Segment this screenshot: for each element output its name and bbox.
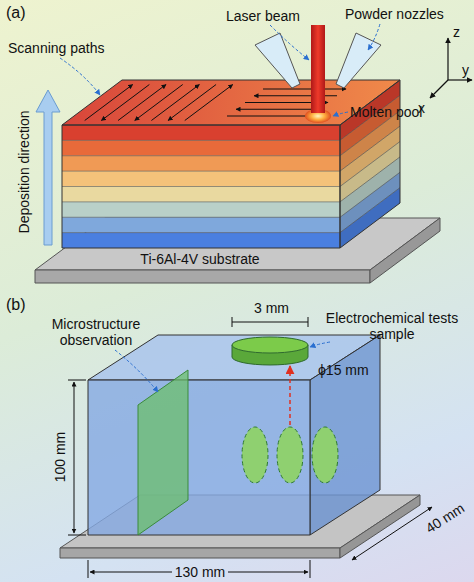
leader-line <box>270 25 309 60</box>
dimension-line <box>308 317 309 327</box>
leader-line <box>333 112 348 116</box>
sample-location <box>242 427 268 483</box>
observation-plane <box>138 370 188 535</box>
dimension-label: ϕ15 mm <box>318 362 369 378</box>
dimension-line <box>74 382 75 533</box>
callout-label: Molten pool <box>350 104 422 120</box>
axis-label: y <box>462 62 469 78</box>
dimension-label: 3 mm <box>254 300 289 316</box>
leader-line <box>60 58 100 95</box>
deposited-layer <box>62 187 340 202</box>
axis-label: z <box>453 24 460 40</box>
plate-face <box>370 218 440 283</box>
deposited-layer <box>62 140 340 155</box>
test-disc <box>232 337 308 353</box>
dimension-label: 40 mm <box>415 495 474 541</box>
sample-location <box>312 427 338 483</box>
callout-label: Electrochemical tests sample <box>322 310 462 342</box>
plate-face <box>35 218 440 270</box>
callout-label: Powder nozzles <box>345 6 444 22</box>
substrate-plate <box>60 548 340 558</box>
scan-arrow <box>227 116 310 117</box>
deposited-layer <box>62 233 340 248</box>
callout-label: Scanning paths <box>8 40 105 56</box>
axis-line <box>430 80 448 98</box>
dimension-line <box>228 572 308 573</box>
sample-location <box>277 427 303 483</box>
substrate-label: Ti-6Al-4V substrate <box>50 251 350 267</box>
scan-arrow <box>185 85 233 121</box>
dimension-line <box>68 535 86 536</box>
leader-line <box>310 342 330 347</box>
deposited-layer <box>62 156 340 171</box>
powder-nozzle <box>336 33 381 88</box>
callout-label: Microstructure observation <box>36 316 156 348</box>
deposited-layer <box>62 217 340 232</box>
dimension-label: 100 mm <box>52 422 68 492</box>
axis-label: x <box>418 100 425 116</box>
dimension-line <box>310 560 311 578</box>
dimension-line <box>352 507 432 560</box>
dimension-line <box>90 572 172 573</box>
deposited-layer <box>62 125 340 140</box>
leader-line <box>368 24 380 50</box>
deposited-layer <box>62 171 340 186</box>
deposited-layer <box>62 202 340 217</box>
laser-beam <box>311 25 325 113</box>
axis-line <box>447 38 448 80</box>
scan-arrow <box>263 89 346 90</box>
plate-face <box>35 270 370 283</box>
deposited-block <box>62 80 400 248</box>
powder-nozzle <box>255 33 300 88</box>
scan-arrow <box>236 109 319 110</box>
extraction-arrow <box>289 366 291 425</box>
axis-line <box>448 79 472 80</box>
dimension-line <box>88 560 89 578</box>
block-outline <box>62 125 340 248</box>
block-front-face <box>88 380 310 535</box>
deposition-arrow <box>36 90 60 245</box>
dimension-line <box>68 380 86 381</box>
panel-label: (b) <box>6 296 26 314</box>
dimension-label: 130 mm <box>172 564 228 580</box>
callout-label: Laser beam <box>226 8 300 24</box>
callout-label: Deposition direction <box>16 97 32 247</box>
panel-label: (a) <box>6 4 26 22</box>
dimension-line <box>232 317 233 327</box>
dimension-line <box>232 322 308 323</box>
block-side-face <box>310 335 380 535</box>
leader-line <box>115 350 158 392</box>
